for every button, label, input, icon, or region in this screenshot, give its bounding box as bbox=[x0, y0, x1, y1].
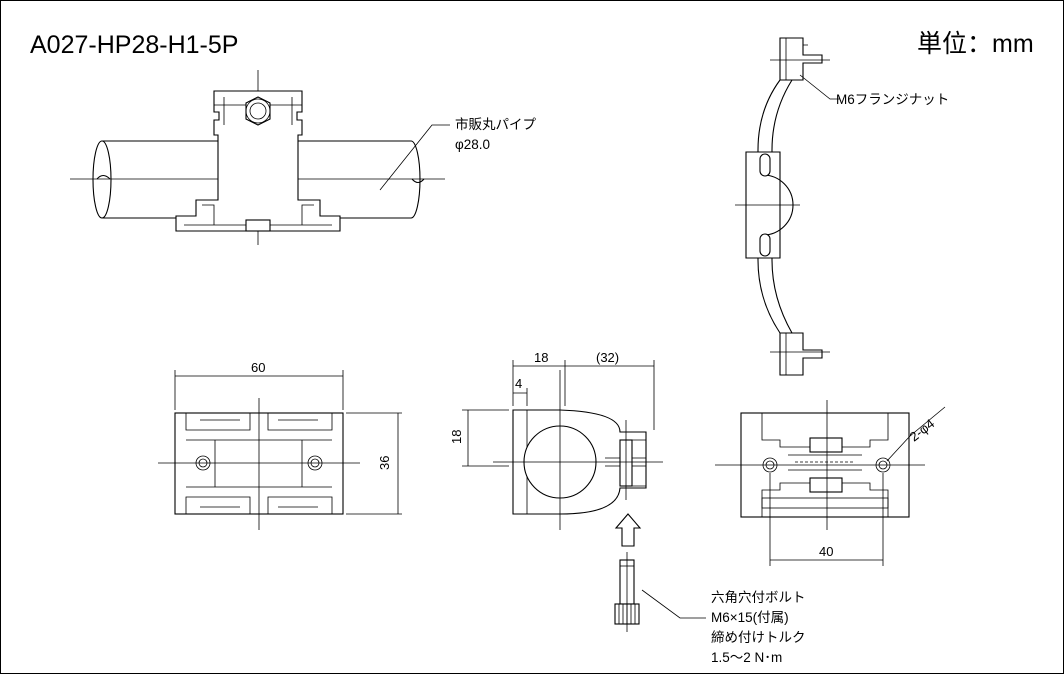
nut-hole bbox=[249, 102, 267, 120]
pipe-left-end bbox=[92, 140, 112, 219]
dim-40: 40 bbox=[819, 544, 833, 559]
flange-nut-front bbox=[245, 96, 271, 126]
pipe-right-end bbox=[410, 140, 421, 219]
dim-32: (32) bbox=[596, 350, 619, 365]
profile-top-tab bbox=[779, 37, 823, 81]
pipe-diameter-label: φ28.0 bbox=[455, 137, 490, 152]
profile-bottom-tab bbox=[779, 332, 823, 376]
holes-leader bbox=[886, 406, 946, 462]
dim-18-top: 18 bbox=[534, 350, 548, 365]
flange-nut-label: M6フランジナット bbox=[836, 92, 949, 107]
dim-36: 36 bbox=[377, 456, 392, 470]
dim-40-line bbox=[769, 473, 884, 566]
clamp-bottom-slot bbox=[245, 219, 271, 232]
rear-base-plate bbox=[761, 497, 889, 509]
drawing-title: A027-HP28-H1-5P bbox=[30, 31, 238, 59]
clamp-body-front bbox=[175, 90, 341, 232]
dim-60-line bbox=[174, 370, 344, 410]
plan-top-pockets bbox=[185, 413, 333, 431]
plan-bottom-pockets bbox=[185, 496, 333, 514]
dim-18-side-line bbox=[462, 409, 509, 467]
dim-ext-lines bbox=[512, 360, 655, 430]
front-view-with-pipe bbox=[70, 70, 450, 245]
bolt-label-1: 六角穴付ボルト bbox=[711, 590, 806, 605]
profile-slot-bottom bbox=[759, 233, 771, 257]
side-profile-view bbox=[735, 37, 840, 376]
plan-pocket-inner bbox=[200, 419, 318, 508]
dim-holes: 2-φ4 bbox=[907, 416, 938, 445]
plan-view bbox=[158, 370, 402, 530]
bolt-label-3: 締め付けトルク bbox=[711, 629, 806, 645]
pipe-leader bbox=[379, 124, 450, 191]
nut-flange bbox=[245, 98, 271, 124]
clamp-boss-lines bbox=[632, 439, 646, 487]
dim-60: 60 bbox=[251, 360, 265, 375]
dim-4: 4 bbox=[515, 376, 522, 391]
rear-rails bbox=[788, 454, 862, 471]
dim-4-line bbox=[513, 388, 528, 406]
dim-18-side: 18 bbox=[449, 430, 464, 444]
hex-socket-bolt bbox=[614, 552, 706, 632]
rear-top-block bbox=[809, 437, 843, 453]
plan-rail-ends bbox=[214, 440, 303, 487]
flange-nut-leader bbox=[799, 74, 840, 100]
bolt-label-2: M6×15(付属) bbox=[711, 610, 789, 625]
profile-top-tab-detail bbox=[785, 38, 808, 80]
rear-view bbox=[715, 400, 946, 566]
bolt-label-4: 1.5～2 N･m bbox=[711, 650, 782, 665]
pipe-break-marks bbox=[96, 174, 425, 184]
clamp-front-view bbox=[462, 360, 663, 547]
dim-36-line bbox=[346, 412, 402, 515]
rear-bottom-block bbox=[809, 477, 843, 493]
profile-slot-top bbox=[759, 153, 771, 177]
assembly-arrow bbox=[614, 513, 642, 547]
unit-label: 単位：mm bbox=[917, 30, 1034, 58]
pipe-name-label: 市販丸パイプ bbox=[455, 116, 536, 132]
bolt-leader bbox=[641, 589, 706, 619]
